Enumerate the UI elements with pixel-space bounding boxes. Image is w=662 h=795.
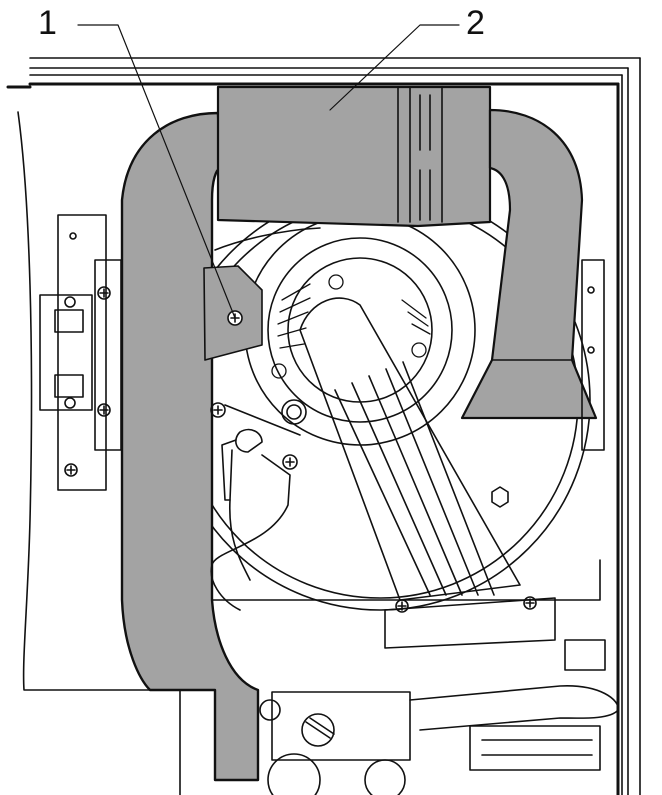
right-air-duct [460,108,598,420]
top-air-box [216,85,492,228]
left-mounting-bracket [39,214,122,491]
control-block [469,639,606,771]
callout-leaders [77,24,460,319]
flange-plate [384,486,556,649]
housing-top-rail [6,57,641,89]
housing-right-wall [616,57,641,795]
callout-label-1: 1 [38,4,57,42]
fan-vents [271,274,431,379]
gas-valve [259,685,619,795]
right-mounting-bracket [581,259,605,451]
left-air-duct [120,111,260,782]
callout-label-2: 2 [466,4,485,42]
ignition-electrode [210,399,307,611]
left-side-panel [17,111,181,795]
burner-arm [299,297,521,601]
